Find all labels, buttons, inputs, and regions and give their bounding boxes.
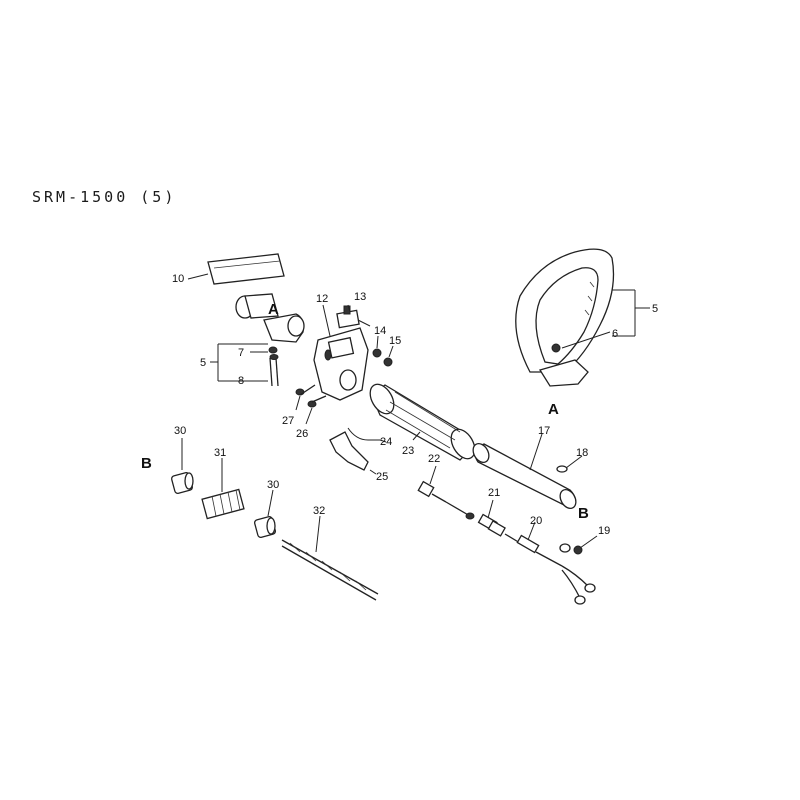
- part-30-bushing-1: [171, 472, 194, 494]
- label-25: 25: [376, 471, 388, 483]
- part-13-switch: [336, 305, 371, 329]
- label-10: 10: [172, 273, 184, 285]
- part-22-bolt: [417, 480, 447, 503]
- label-32: 32: [313, 505, 325, 517]
- part-26-screw: [307, 395, 327, 408]
- part-15-nut: [383, 357, 393, 367]
- clamp-a-left: [235, 293, 305, 387]
- label-5-left: 5: [200, 357, 206, 369]
- part-25-trigger: [329, 431, 369, 471]
- ref-a-right: A: [548, 401, 559, 418]
- label-26: 26: [296, 428, 308, 440]
- label-31: 31: [214, 447, 226, 459]
- label-24: 24: [380, 436, 392, 448]
- part-17-tube: [472, 443, 577, 509]
- label-12: 12: [316, 293, 328, 305]
- label-22: 22: [428, 453, 440, 465]
- label-14: 14: [374, 325, 386, 337]
- part-32-drive-shaft: [281, 539, 379, 601]
- label-19: 19: [598, 525, 610, 537]
- label-27: 27: [282, 415, 294, 427]
- label-20: 20: [530, 515, 542, 527]
- label-17: 17: [538, 425, 550, 437]
- label-6: 6: [612, 328, 618, 340]
- label-18: 18: [576, 447, 588, 459]
- label-13: 13: [354, 291, 366, 303]
- label-30-second: 30: [267, 479, 279, 491]
- part-10-sheet: [207, 253, 285, 285]
- part-31-bearing: [201, 488, 245, 520]
- label-5-right: 5: [652, 303, 658, 315]
- label-8: 8: [238, 375, 244, 387]
- part-30-bushing-2: [254, 516, 276, 538]
- label-21: 21: [488, 487, 500, 499]
- label-30-first: 30: [174, 425, 186, 437]
- part-27-screw: [295, 384, 316, 396]
- part-18-clip: [556, 465, 568, 473]
- diagram-title: SRM-1500 (5): [32, 188, 177, 206]
- part-23-grip: [369, 383, 476, 461]
- ref-b-right: B: [578, 505, 589, 522]
- part-12-throttle-housing: [313, 327, 369, 401]
- part-24-spring: [347, 427, 380, 441]
- part-5-handle-loop: [515, 248, 615, 387]
- part-14-nut: [372, 348, 382, 358]
- part-19-nuts: [559, 543, 583, 555]
- ref-b-left: B: [141, 455, 152, 472]
- part-20-21-cable: [445, 501, 596, 605]
- ref-a-left: A: [268, 301, 279, 318]
- label-15: 15: [389, 335, 401, 347]
- label-23: 23: [402, 445, 414, 457]
- label-7: 7: [238, 347, 244, 359]
- leader-lines: [181, 273, 650, 553]
